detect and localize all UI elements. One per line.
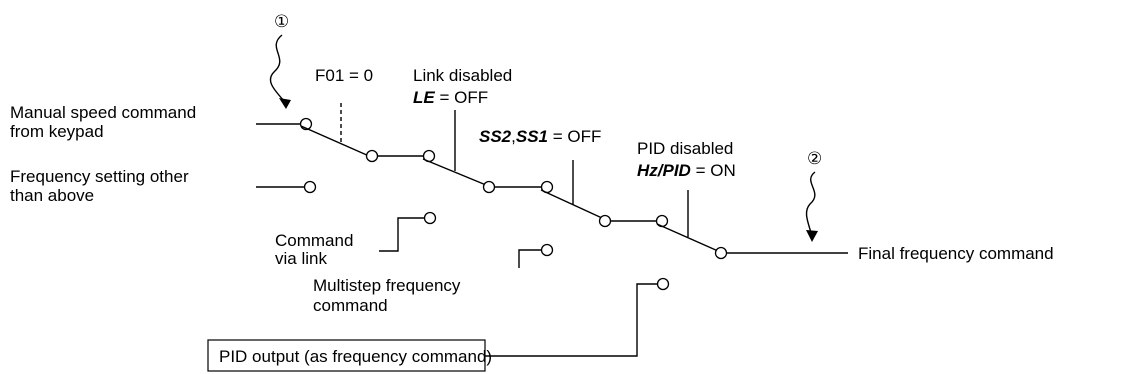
hzpid-value: = ON [691, 161, 736, 180]
switch-blade-2 [422, 158, 487, 186]
freq-setting-label-line1: Frequency setting other [10, 167, 189, 186]
f01-label: F01 = 0 [315, 66, 373, 85]
marker-2-pointer [805, 171, 816, 237]
marker-1: ① [274, 12, 289, 31]
ss-value: = OFF [548, 127, 601, 146]
switch-blade-4 [656, 223, 719, 252]
hzpid-signal: Hz/PID [637, 161, 691, 180]
link-command-wire [379, 217, 424, 252]
contact-pid [656, 277, 670, 291]
link-command-label-line1: Command [275, 231, 353, 250]
multistep-wire [518, 249, 541, 268]
manual-speed-label-line1: Manual speed command [10, 103, 196, 122]
final-frequency-label: Final frequency command [858, 244, 1054, 263]
le-value: = OFF [435, 88, 488, 107]
ss-off-label: SS2,SS1 = OFF [479, 127, 601, 146]
contact-multistep [540, 243, 554, 257]
pid-output-label: PID output (as frequency command) [219, 347, 492, 366]
link-disabled-label: Link disabled [413, 66, 512, 85]
freq-setting-label-line2: than above [10, 186, 94, 205]
le-off-label: LE = OFF [413, 88, 488, 107]
link-command-label-line2: via link [275, 249, 327, 268]
contact-common-3 [598, 214, 612, 228]
multistep-label-line1: Multistep frequency [313, 276, 461, 295]
pid-output-wire [485, 283, 657, 357]
manual-speed-label-line2: from keypad [10, 122, 104, 141]
ss2-signal: SS2 [479, 127, 512, 146]
marker-1-arrowhead [279, 98, 291, 109]
marker-2-arrowhead [806, 230, 818, 242]
contact-common-2 [482, 180, 496, 194]
ss-comma: , [511, 127, 516, 146]
contact-common-4 [714, 246, 728, 260]
ss1-signal: SS1 [516, 127, 548, 146]
pid-disabled-label: PID disabled [637, 139, 733, 158]
marker-1-pointer [269, 34, 287, 104]
contact-freq-other [303, 180, 317, 194]
multistep-label-line2: command [313, 296, 388, 315]
contact-link [423, 211, 437, 225]
switch-blade-3 [540, 189, 603, 219]
le-signal: LE [413, 88, 435, 107]
contact-common-1 [365, 149, 379, 163]
switch-blade-1 [300, 125, 370, 157]
marker-2: ② [807, 149, 822, 168]
hzpid-on-label: Hz/PID = ON [637, 161, 736, 180]
